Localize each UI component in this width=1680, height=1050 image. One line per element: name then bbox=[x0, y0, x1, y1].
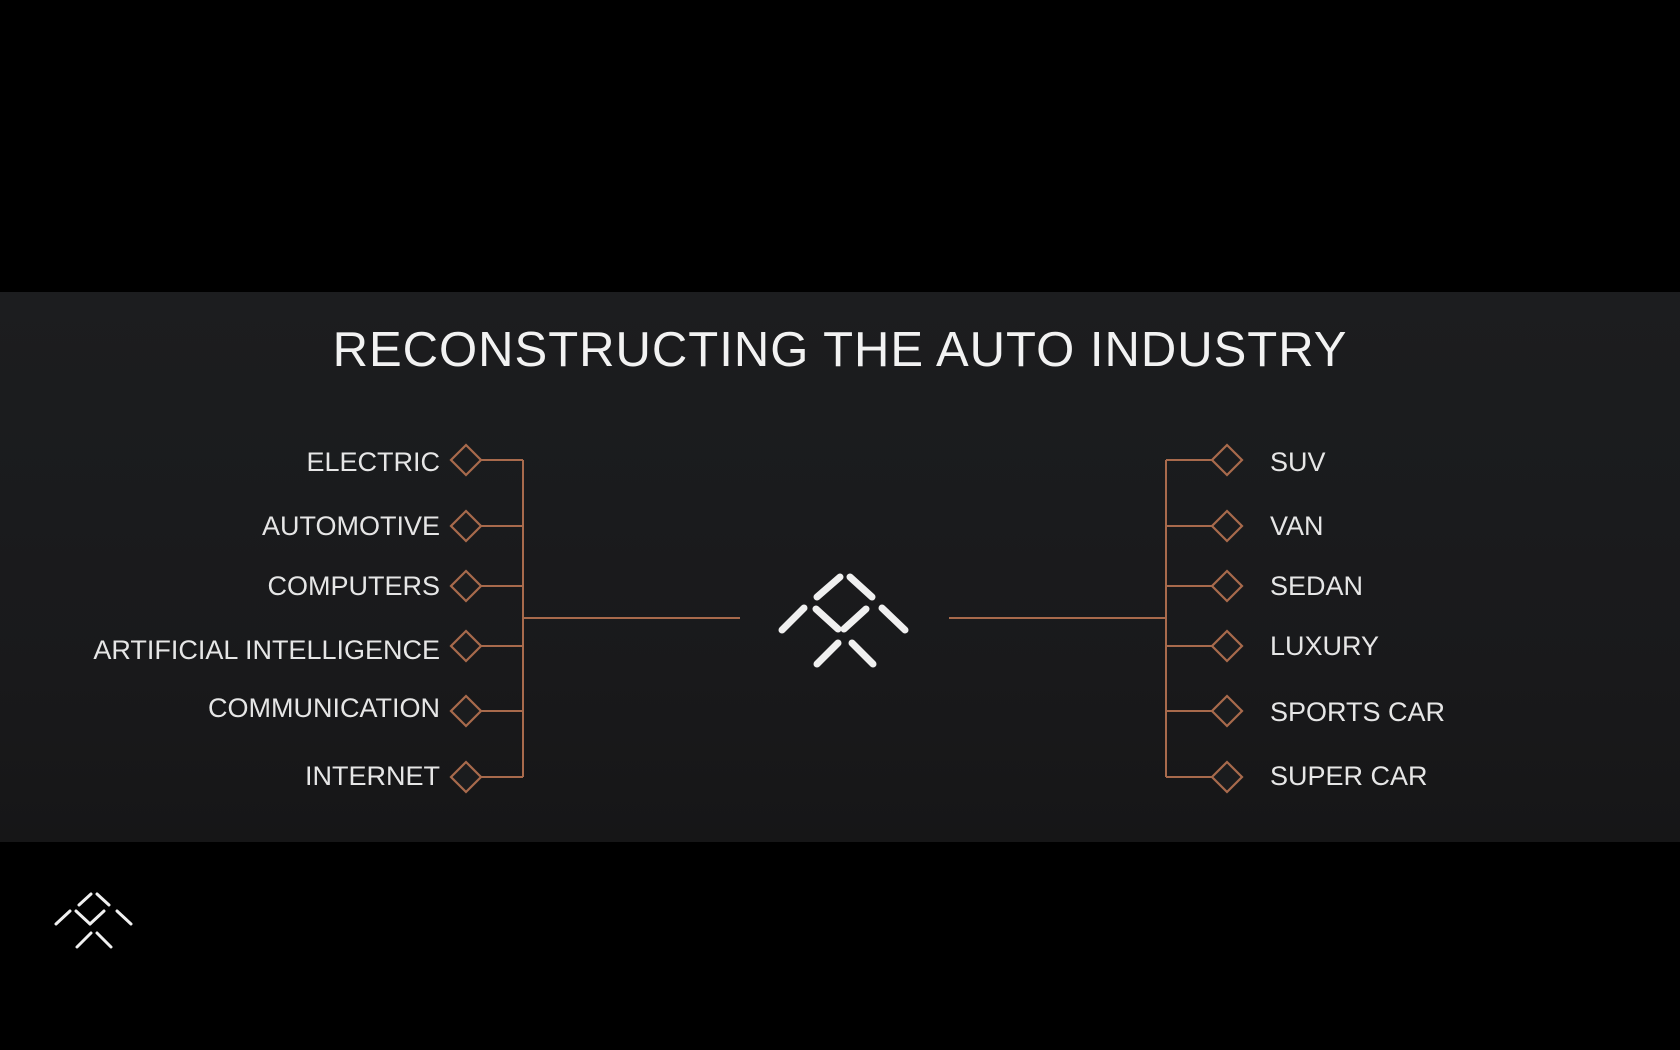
diamond-node-icon bbox=[1210, 694, 1244, 728]
connector-lines bbox=[481, 459, 1212, 778]
diamond-node-icon bbox=[449, 443, 483, 477]
diamond-node-icon bbox=[449, 760, 483, 794]
diamond-node-icon bbox=[449, 694, 483, 728]
diamond-node-icon bbox=[449, 569, 483, 603]
diamond-node-icon bbox=[449, 509, 483, 543]
slide-title: RECONSTRUCTING THE AUTO INDUSTRY bbox=[332, 323, 1348, 377]
diamond-nodes bbox=[449, 443, 1244, 794]
input-label-internet: INTERNET bbox=[305, 761, 440, 791]
output-label-sedan: SEDAN bbox=[1270, 571, 1364, 601]
diamond-node-icon bbox=[1210, 760, 1244, 794]
output-label-sports-car: SPORTS CAR bbox=[1270, 697, 1446, 727]
output-label-suv: SUV bbox=[1270, 447, 1326, 477]
slide-band bbox=[0, 292, 1680, 842]
input-label-artificial-intelligence: ARTIFICIAL INTELLIGENCE bbox=[93, 635, 440, 665]
diamond-node-icon bbox=[1210, 509, 1244, 543]
diamond-node-icon bbox=[1210, 569, 1244, 603]
input-label-electric: ELECTRIC bbox=[306, 447, 440, 477]
diamond-node-icon bbox=[1210, 443, 1244, 477]
corner-logo bbox=[54, 892, 133, 949]
input-label-computers: COMPUTERS bbox=[267, 571, 440, 601]
input-label-automotive: AUTOMOTIVE bbox=[261, 511, 440, 541]
faraday-future-logo-icon bbox=[778, 573, 909, 668]
diamond-node-icon bbox=[449, 629, 483, 663]
diamond-node-icon bbox=[1210, 629, 1244, 663]
input-label-communication: COMMUNICATION bbox=[208, 693, 440, 723]
output-label-van: VAN bbox=[1270, 511, 1324, 541]
output-label-luxury: LUXURY bbox=[1270, 631, 1380, 661]
output-label-super-car: SUPER CAR bbox=[1270, 761, 1428, 791]
